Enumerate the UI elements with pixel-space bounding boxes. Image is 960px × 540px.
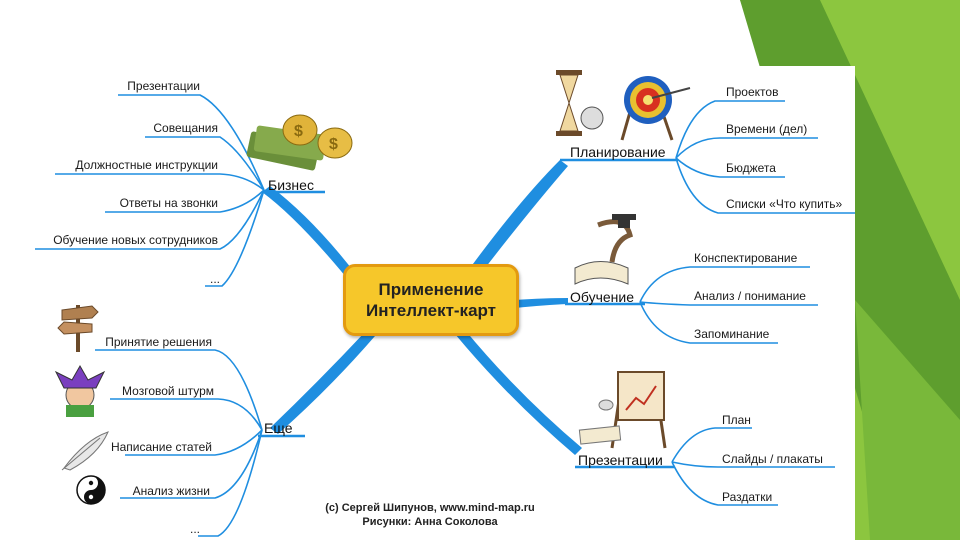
sub-business-6 <box>205 189 265 287</box>
jester-icon <box>54 364 106 417</box>
business-item-ellipsis: ... <box>209 272 220 286</box>
sub-more-3 <box>125 429 263 456</box>
sub-planning-2 <box>675 137 818 159</box>
planning-item-budget: Бюджета <box>726 161 776 175</box>
central-topic: Применение Интеллект-карт <box>343 264 519 336</box>
scroll-icon <box>574 214 636 285</box>
more-item-decision: Принятие решения <box>105 335 212 349</box>
sub-business-2 <box>145 136 265 191</box>
business-item-meetings: Совещания <box>153 121 218 135</box>
more-item-articles: Написание статей <box>110 440 212 454</box>
presentations-item-slides: Слайды / плакаты <box>722 452 823 466</box>
more-item-brainstorm: Мозговой штурм <box>122 384 214 398</box>
business-item-job-instructions: Должностные инструкции <box>75 158 218 172</box>
sub-pres-2 <box>671 461 835 468</box>
hub-more: Еще <box>264 420 293 436</box>
svg-text:$: $ <box>329 136 338 153</box>
credits: (с) Сергей Шипунов, www.mind-map.ru Рису… <box>300 501 560 529</box>
credits-author: (с) Сергей Шипунов, www.mind-map.ru <box>325 502 535 514</box>
central-topic-line2: Интеллект-карт <box>365 301 497 320</box>
business-item-calls: Ответы на звонки <box>119 196 218 210</box>
branch-learning <box>515 298 568 308</box>
hub-presentations: Презентации <box>578 452 663 468</box>
planning-item-projects: Проектов <box>726 85 779 99</box>
sub-more-2 <box>110 398 263 431</box>
yin-yang-icon <box>76 475 106 505</box>
credits-illustrator: Рисунки: Анна Соколова <box>362 516 498 528</box>
hub-business: Бизнес <box>268 177 314 193</box>
sub-business-5 <box>35 189 265 250</box>
learning-item-memorize: Запоминание <box>694 327 770 341</box>
target-icon <box>620 76 691 141</box>
sub-business-1 <box>118 94 265 191</box>
sub-pres-3 <box>671 461 778 506</box>
easel-icon <box>578 371 667 449</box>
presentations-item-plan: План <box>722 413 751 427</box>
learning-item-notes: Конспектирование <box>694 251 798 265</box>
sub-learning-3 <box>639 301 778 344</box>
more-item-life-analysis: Анализ жизни <box>132 484 210 498</box>
svg-text:$: $ <box>294 123 303 140</box>
sub-business-3 <box>55 173 265 191</box>
more-item-ellipsis: ... <box>189 522 200 536</box>
branch-presentations <box>455 330 582 455</box>
feather-icon <box>61 431 109 471</box>
hub-learning: Обучение <box>570 289 635 305</box>
sub-planning-4 <box>675 157 855 214</box>
presentations-item-handouts: Раздатки <box>722 490 773 504</box>
planning-item-time: Времени (дел) <box>726 122 808 136</box>
money-icon: $ $ <box>246 114 353 171</box>
planning-item-shopping: Списки «Что купить» <box>726 197 843 211</box>
hourglass-icon <box>556 70 604 136</box>
branch-planning <box>470 160 568 272</box>
branch-more <box>270 332 375 434</box>
hub-planning: Планирование <box>570 144 666 160</box>
green-panel-mid <box>855 300 960 540</box>
central-topic-line1: Применение <box>378 280 484 299</box>
sub-planning-1 <box>675 100 785 159</box>
sub-more-5 <box>198 429 263 537</box>
sub-learning-2 <box>639 301 818 306</box>
sub-more-4 <box>120 429 263 499</box>
sub-business-4 <box>105 189 265 213</box>
sub-planning-3 <box>675 157 785 178</box>
branch-business <box>262 186 362 288</box>
sub-more-1 <box>95 349 263 431</box>
sub-learning-1 <box>639 266 810 303</box>
business-item-training: Обучение новых сотрудников <box>53 233 218 247</box>
business-item-presentations: Презентации <box>127 79 200 93</box>
learning-item-analysis: Анализ / понимание <box>694 289 806 303</box>
sub-pres-1 <box>671 427 752 463</box>
signpost-icon <box>57 305 99 352</box>
